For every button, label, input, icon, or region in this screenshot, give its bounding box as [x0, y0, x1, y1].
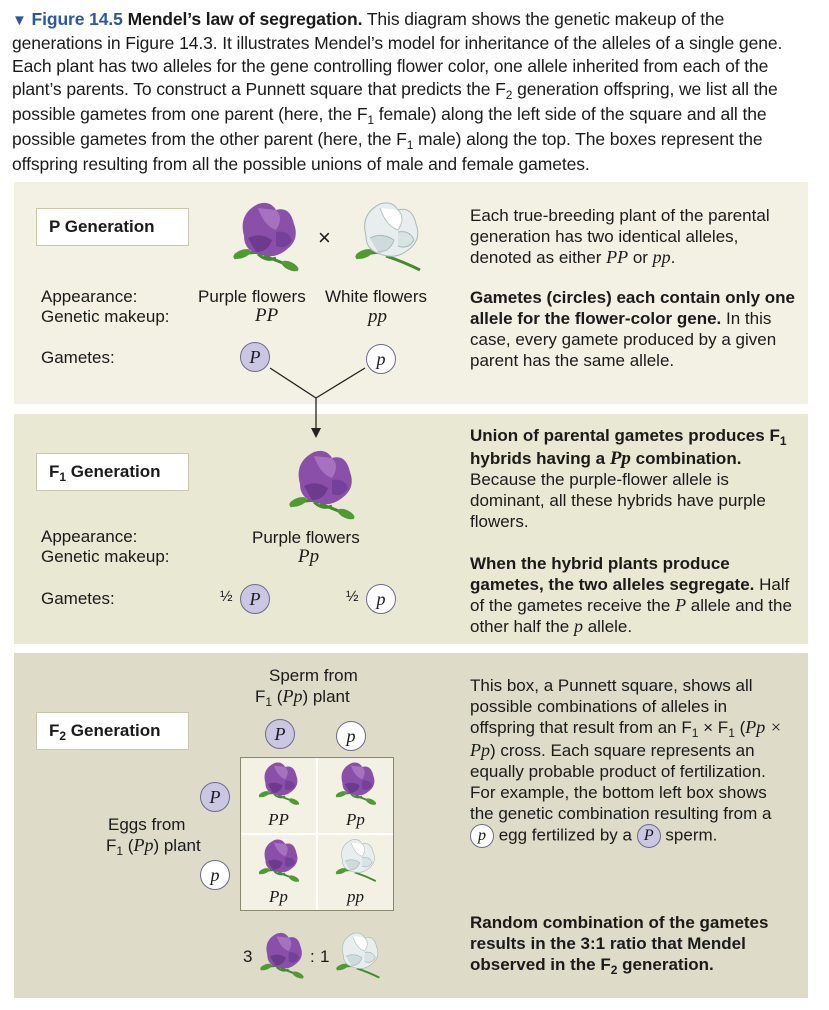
purple-flower-icon — [257, 761, 301, 808]
f1-genotype: Pp — [298, 546, 320, 567]
white-appearance: White flowers — [325, 287, 428, 306]
ratio-left: 3 — [243, 947, 253, 966]
inline-recessive-gamete: p — [470, 824, 494, 848]
ratio-white-flower-icon — [334, 931, 381, 979]
f2-generation-title: F2 Generation — [36, 712, 189, 750]
sperm-label-line-2: F1 (Pp) plant — [255, 686, 350, 709]
figure-label: Figure 14.5 — [31, 9, 123, 29]
purple-genotype: PP — [255, 305, 279, 326]
egg-dominant-gamete: P — [200, 782, 230, 812]
f1-dominant-gamete: P — [240, 584, 270, 614]
egg-recessive-gamete: p — [200, 860, 230, 890]
p-note-1: Each true-breeding plant of the parental… — [470, 206, 770, 267]
punnett-cell-pp-recessive: pp — [318, 835, 393, 910]
gametes-label: Gametes: — [41, 348, 115, 367]
punnett-cell-pp-hetero-bottom: Pp — [241, 835, 316, 910]
f1-note-2: When the hybrid plants produce gametes, … — [470, 554, 792, 636]
genetic-makeup-label: Genetic makeup: — [41, 307, 170, 326]
cross-symbol: × — [318, 225, 331, 250]
half-fraction-left: ½ — [220, 588, 233, 605]
sperm-recessive-gamete: p — [336, 721, 366, 751]
caption-subscript: 1 — [367, 113, 374, 127]
eggs-label-line-2: F1 (Pp) plant — [106, 835, 201, 858]
caption-text: This diagram shows the genetic makeup of… — [12, 9, 783, 99]
sperm-dominant-gamete: P — [265, 719, 295, 749]
punnett-square: PP Pp Pp pp — [240, 757, 394, 911]
f1-appearance: Purple flowers — [252, 528, 360, 547]
f1-recessive-gamete: p — [366, 584, 396, 614]
punnett-cell-pp-hetero-top: Pp — [318, 758, 393, 833]
f1-note-1: Union of parental gametes produces F1 hy… — [470, 426, 787, 531]
figure-title: Mendel’s law of segregation. — [127, 9, 363, 29]
caption-subscript: 1 — [406, 138, 414, 152]
white-flower-icon — [334, 838, 377, 882]
white-genotype: pp — [368, 306, 387, 327]
figure-caption: ▼ Figure 14.5 Mendel’s law of segregatio… — [12, 8, 817, 176]
appearance-label: Appearance: — [41, 287, 138, 306]
caption-text: female) along the left side of the squar… — [12, 104, 767, 149]
purple-flower-icon — [230, 201, 302, 275]
f1-genetic-makeup-label: Genetic makeup: — [41, 547, 170, 566]
ratio-separator: : — [310, 947, 315, 966]
f1-appearance-label: Appearance: — [41, 527, 138, 546]
f2-note-1: This box, a Punnett square, shows all po… — [470, 675, 795, 848]
purple-flower-icon — [257, 838, 301, 885]
p-dominant-gamete: P — [240, 342, 270, 372]
f2-generation-panel — [14, 653, 808, 998]
inline-dominant-gamete: P — [636, 824, 661, 848]
punnett-cell-pp-dominant: PP — [241, 758, 316, 833]
ratio-purple-flower-icon — [258, 931, 306, 981]
right-gamete-line — [315, 367, 366, 399]
p-generation-title: P Generation — [36, 208, 189, 246]
p-recessive-gamete: p — [366, 344, 396, 374]
f1-generation-title: F1 Generation — [36, 453, 189, 491]
f1-gametes-label: Gametes: — [41, 589, 115, 608]
caption-text: generation offspring, we list all the po… — [12, 79, 778, 124]
caption-subscript: 2 — [505, 88, 513, 102]
white-flower-icon — [352, 201, 422, 272]
purple-flower-icon — [334, 761, 378, 808]
eggs-label-line-1: Eggs from — [108, 815, 186, 834]
half-fraction-right: ½ — [346, 588, 359, 605]
f2-note-2: Random combination of the gametes result… — [470, 913, 769, 977]
ratio-right: 1 — [320, 947, 330, 966]
sperm-label-line-1: Sperm from — [269, 666, 358, 685]
f1-purple-flower-icon — [286, 449, 358, 523]
caption-marker: ▼ — [12, 12, 27, 29]
p-note-2: Gametes (circles) each contain only one … — [470, 288, 796, 370]
purple-appearance: Purple flowers — [198, 287, 306, 306]
f1-generation-panel — [14, 414, 808, 644]
caption-text: male) along the top. The boxes represent… — [12, 129, 763, 174]
left-gamete-line — [269, 367, 317, 399]
down-arrow — [311, 428, 321, 438]
